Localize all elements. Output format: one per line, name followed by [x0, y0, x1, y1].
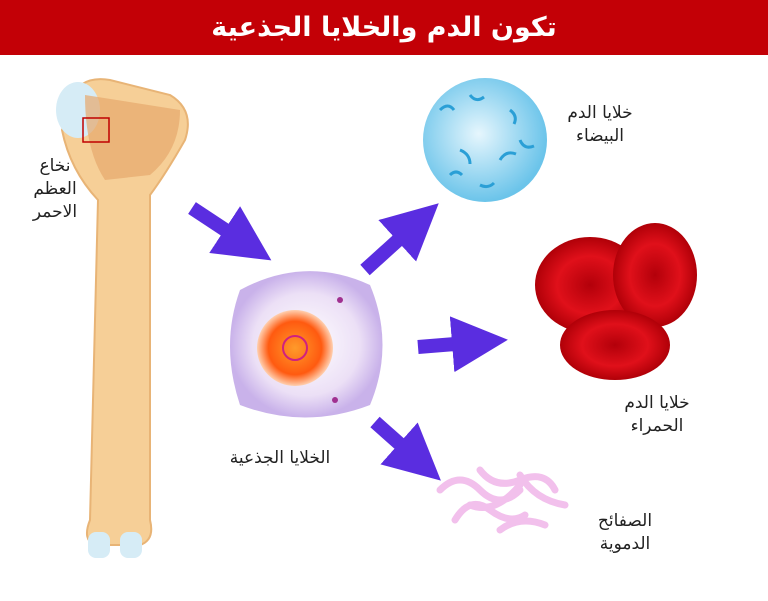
arrow-to-white — [360, 203, 439, 276]
label-white-blood-cells: خلايا الدم البيضاء — [555, 102, 645, 148]
label-red-blood-cells: خلايا الدم الحمراء — [612, 392, 702, 438]
arrow-to-platelets — [370, 416, 441, 481]
label-line: العظم — [33, 179, 77, 199]
label-line: الدموية — [599, 534, 651, 554]
red-blood-cells-illustration — [535, 223, 697, 380]
arrow-to-red — [417, 316, 508, 373]
arrow-to-stem — [188, 202, 272, 261]
label-line: نخاع — [39, 156, 71, 176]
label-line: خلايا الدم — [567, 103, 633, 123]
label-line: الصفائح — [597, 511, 653, 531]
platelets-illustration — [436, 466, 569, 534]
bone-illustration — [56, 78, 189, 558]
label-platelets: الصفائح الدموية — [585, 510, 665, 556]
label-stem-cells: الخلايا الجذعية — [229, 448, 331, 468]
white-blood-cell-illustration — [423, 78, 547, 202]
label-line: الاحمر — [32, 202, 78, 222]
page-title: تكون الدم والخلايا الجذعية — [0, 0, 768, 55]
label-line: البيضاء — [575, 126, 625, 146]
stem-cell-illustration — [230, 271, 383, 418]
label-line: الحمراء — [630, 416, 684, 436]
label-red-bone-marrow: نخاع العظم الاحمر — [20, 155, 90, 224]
label-line: خلايا الدم — [624, 393, 690, 413]
